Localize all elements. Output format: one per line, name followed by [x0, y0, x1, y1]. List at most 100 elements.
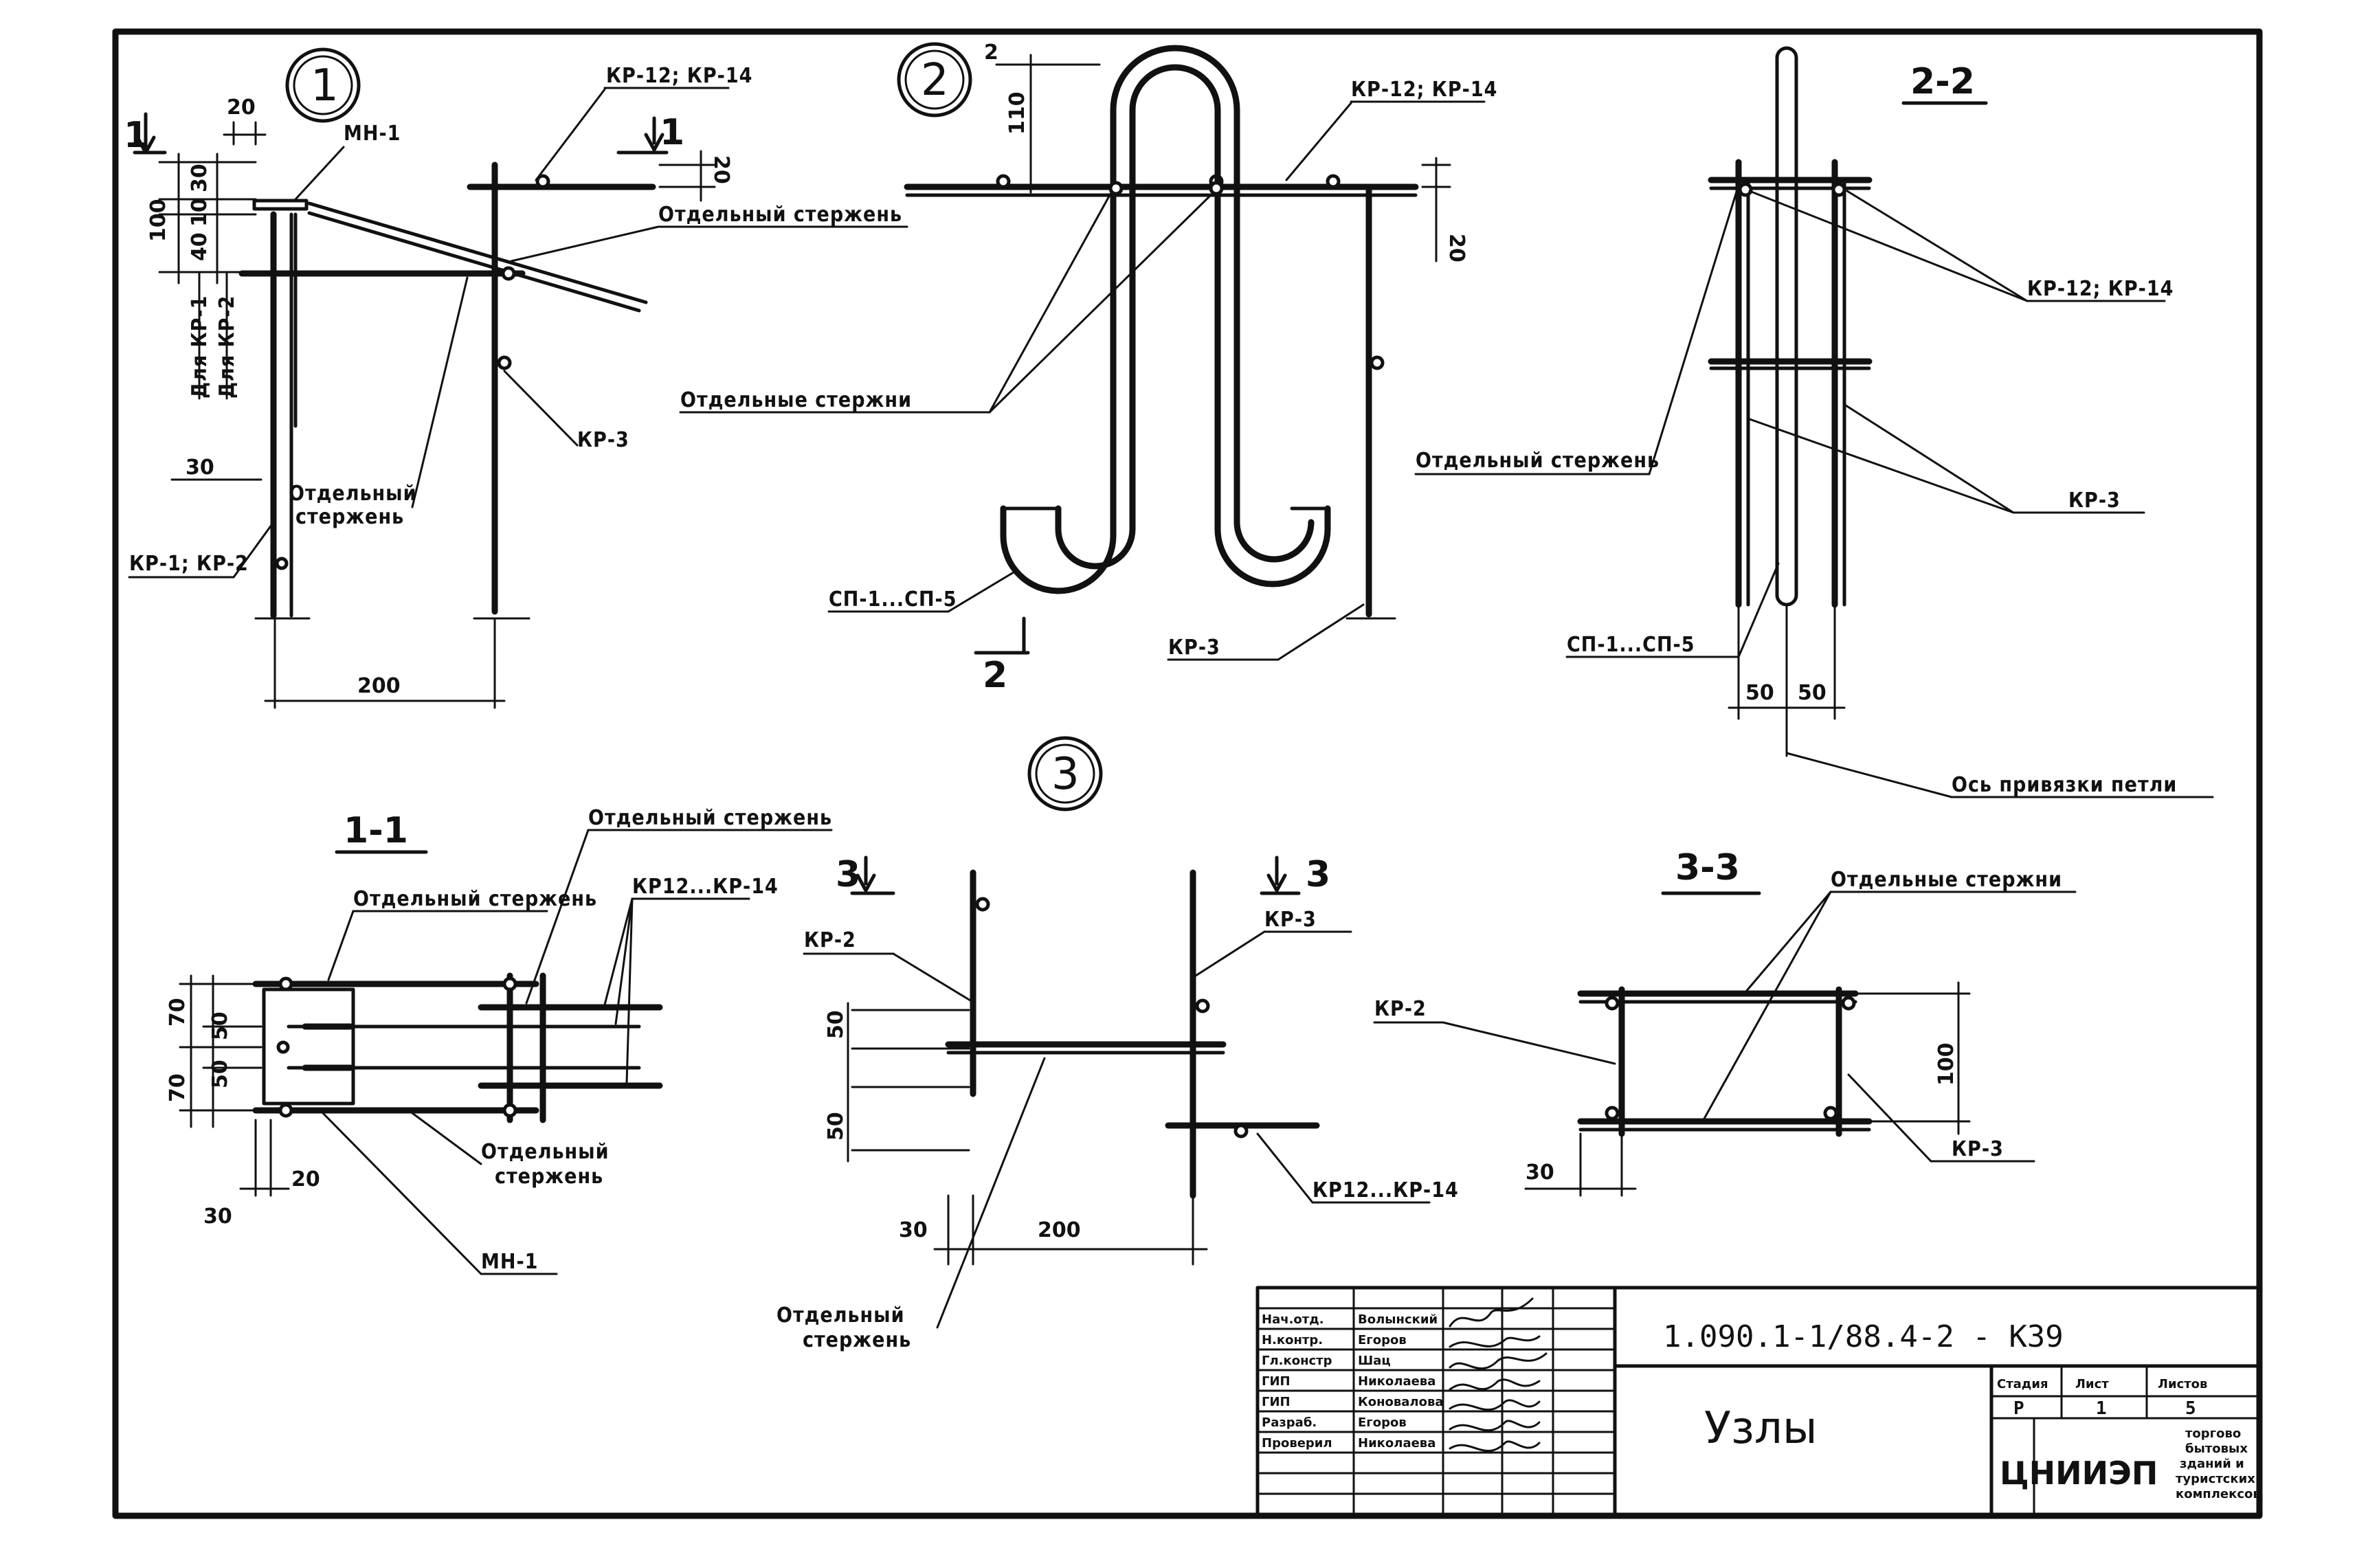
kr3-label-s33: КР-3: [1952, 1137, 2004, 1161]
dim-30-s11: 30: [203, 1205, 232, 1229]
tb-name-0: Волынский: [1358, 1312, 1438, 1327]
kr2-label-node3: КР-2: [804, 928, 856, 952]
mn1-label-s11: МН-1: [481, 1250, 538, 1274]
kr3-label-s22: КР-3: [2068, 489, 2121, 513]
section-3-3: 3-3 Отдельные стержни КР-2 КР-3 100 30: [1373, 847, 2077, 1197]
drawing-code: 1.090.1-1/88.4-2 - К39: [1663, 1319, 2064, 1354]
separate-rod-label-b1-node3: Отдельный: [777, 1303, 905, 1328]
dim-200-node1: 200: [357, 674, 401, 698]
dim-50a-node3: 50: [824, 1010, 848, 1039]
dim-20-node2: 20: [1444, 234, 1468, 262]
dim-50b-s11: 50: [208, 1060, 232, 1088]
separate-rod-label-b1-s11: Отдельный: [481, 1140, 610, 1164]
sheets-header: Листов: [2158, 1377, 2207, 1391]
title-block-rows: Нач.отд. Волынский Н.контр. Егоров Гл.ко…: [1262, 1312, 1444, 1451]
kr2-label-s33: КР-2: [1374, 997, 1427, 1021]
mn1-label: МН-1: [344, 122, 401, 146]
tb-role-3: ГИП: [1262, 1374, 1291, 1389]
node-2-marker: [897, 42, 972, 117]
stage-value: Р: [2013, 1398, 2024, 1419]
tb-role-5: Разраб.: [1262, 1415, 1317, 1430]
separate-rod-label-s22: Отдельный стержень: [1416, 449, 1660, 473]
kr3-label-node1: КР-3: [577, 428, 629, 452]
kr12-label-s11: КР12...КР-14: [632, 875, 779, 899]
org-sub-1: бытовых: [2185, 1442, 2248, 1456]
dim-200-node3: 200: [1038, 1218, 1081, 1242]
section-mark-3-right: 3: [1306, 854, 1330, 895]
dim-100-node1: 100: [146, 199, 170, 242]
node-3: 3 3 3 КР-2 КР-3 КР12...КР-14 50 50: [777, 736, 1459, 1352]
stage-header: Стадия: [1997, 1377, 2048, 1391]
kr1-kr2-label: КР-1; КР-2: [129, 552, 249, 576]
dim-20-s11: 20: [291, 1167, 320, 1191]
separate-rod-label-b2-s11: стержень: [495, 1165, 603, 1189]
separate-rod-label-b1-node1: Отдельный: [289, 482, 417, 506]
dim-70b-s11: 70: [166, 1073, 190, 1102]
section-1-1: 1-1 Отдельный стержень Отдельный стержен…: [166, 806, 833, 1275]
node-3-marker-text: 3: [1051, 749, 1080, 800]
org-sub-3: туристских: [2176, 1472, 2255, 1486]
sp-label-node2: СП-1...СП-5: [829, 587, 957, 612]
separate-rod-label-node1: Отдельный стержень: [658, 203, 902, 227]
node-2-marker-text: 2: [921, 55, 949, 106]
dim-50b-s22: 50: [1798, 681, 1827, 705]
dim-30-s33: 30: [1526, 1161, 1554, 1185]
sheet-title: Узлы: [1704, 1403, 1817, 1454]
org-name: ЦНИИЭП: [2000, 1455, 2158, 1492]
kr3-label-node2: КР-3: [1168, 636, 1220, 660]
dim-50a-s22: 50: [1745, 681, 1774, 705]
title-block: Нач.отд. Волынский Н.контр. Егоров Гл.ко…: [1255, 1286, 2261, 1518]
signatures: [1449, 1297, 1548, 1452]
node-1-marker: [285, 47, 361, 123]
org-sub-2: зданий и: [2180, 1457, 2244, 1471]
section-2-2: 2-2 КР-12; КР-14 Отдельный стержень КР-3…: [1414, 46, 2214, 798]
dim-10-node1: 10: [188, 198, 212, 227]
dim-30-node1-b: 30: [186, 456, 214, 480]
dim-30-node1: 30: [188, 164, 212, 192]
tb-name-3: Николаева: [1358, 1374, 1436, 1389]
tb-name-2: Шац: [1358, 1354, 1391, 1368]
axis-label-s22: Ось привязки петли: [1952, 773, 2177, 797]
tb-name-6: Николаева: [1358, 1436, 1436, 1451]
tb-role-1: Н.контр.: [1262, 1333, 1323, 1347]
tb-role-2: Гл.констр: [1262, 1354, 1332, 1368]
dim-2-node2: 2: [984, 41, 998, 65]
section-3-3-title: 3-3: [1675, 847, 1740, 888]
for-kr2-label: Для КР-2: [215, 295, 239, 399]
dim-100-s33: 100: [1934, 1042, 1958, 1086]
dim-50b-node3: 50: [824, 1112, 848, 1141]
sheet-value: 1: [2096, 1398, 2107, 1419]
node-1-marker-text: 1: [311, 60, 339, 111]
section-mark-1-right: 1: [660, 112, 684, 153]
separate-rod-label-top-s11: Отдельный стержень: [353, 887, 597, 911]
separate-rod-label-top2-s11: Отдельный стержень: [588, 806, 832, 830]
dim-20-node1-left: 20: [227, 96, 256, 120]
sp-label-s22: СП-1...СП-5: [1567, 633, 1695, 657]
tb-role-6: Проверил: [1262, 1436, 1332, 1451]
dim-110-node2: 110: [1005, 91, 1029, 135]
sheet-header: Лист: [2075, 1377, 2109, 1391]
dim-50a-s11: 50: [208, 1011, 232, 1040]
tb-role-4: ГИП: [1262, 1395, 1291, 1409]
node-1: 1 1 МН-1 КР-3 КР-12; КР-14: [124, 47, 908, 709]
separate-rod-label-b2-node3: стержень: [803, 1328, 911, 1352]
tb-role-0: Нач.отд.: [1262, 1312, 1324, 1327]
kr12-label-node1: КР-12; КР-14: [606, 64, 752, 88]
dim-40-node1: 40: [188, 232, 212, 261]
kr12-label-node2: КР-12; КР-14: [1351, 78, 1497, 102]
kr12-label-s22: КР-12; КР-14: [2027, 277, 2174, 301]
for-kr1-label: Для КР-1: [188, 295, 212, 399]
section-1-1-title: 1-1: [344, 810, 408, 851]
kr12-label-node3: КР12...КР-14: [1313, 1178, 1459, 1202]
section-mark-2: 2: [983, 655, 1007, 696]
dim-30-node3: 30: [899, 1218, 928, 1242]
org-sub-4: комплексов: [2176, 1487, 2261, 1501]
node-3-marker: [1027, 736, 1103, 811]
section-2-2-title: 2-2: [1910, 61, 1975, 102]
tb-name-5: Егоров: [1358, 1415, 1407, 1430]
separate-rods-label-node2: Отдельные стержни: [680, 388, 912, 412]
dim-70a-s11: 70: [166, 998, 190, 1027]
separate-rod-label-b2-node1: стержень: [295, 505, 404, 529]
org-sub-0: торгово: [2185, 1426, 2241, 1441]
